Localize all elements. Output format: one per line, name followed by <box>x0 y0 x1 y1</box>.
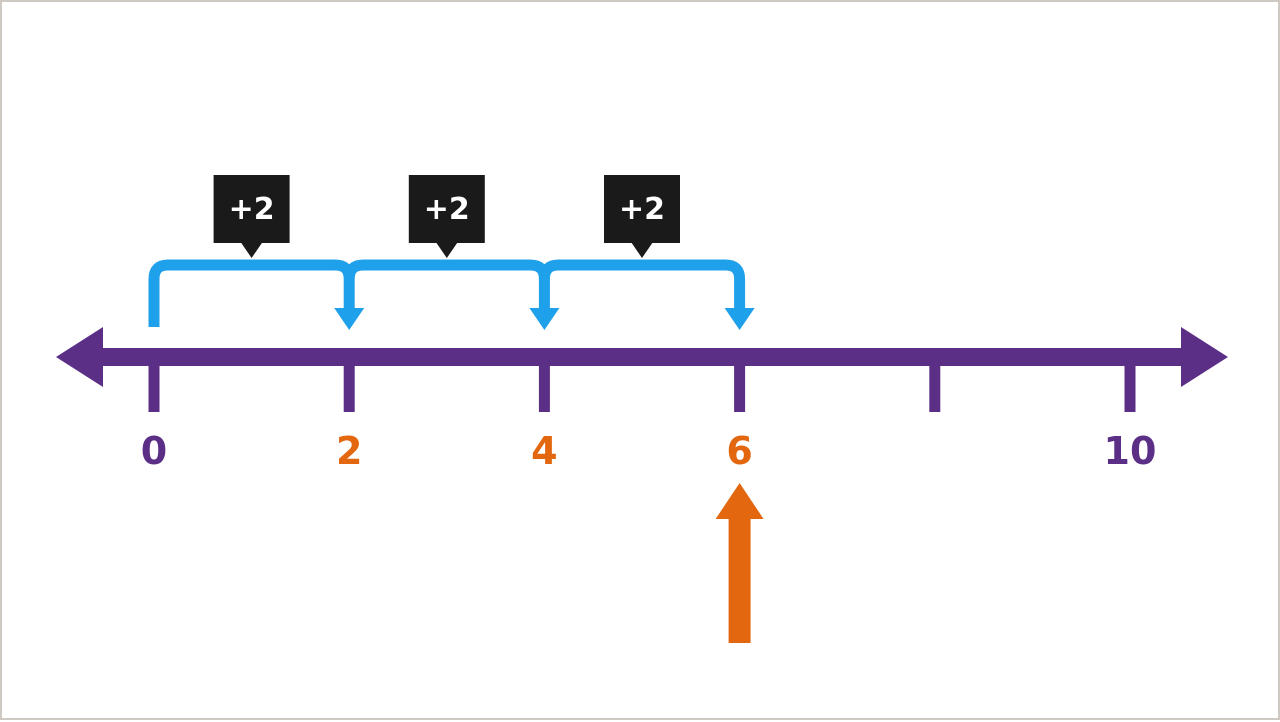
jump-label-box <box>408 175 485 243</box>
tick-mark-10 <box>1124 357 1136 412</box>
right-arrowhead-icon <box>1181 327 1228 387</box>
jump-arc-4-6: +2 <box>538 175 755 330</box>
tick-label-6: 6 <box>726 429 752 473</box>
tick-mark-8 <box>929 357 941 412</box>
jump-label-pointer <box>240 242 263 258</box>
jump-arc-0-2: +2 <box>148 175 365 330</box>
number-line-axis <box>98 348 1188 366</box>
answer-marker <box>715 483 764 643</box>
tick-mark-0 <box>148 357 160 412</box>
left-arrowhead-icon <box>56 327 103 387</box>
tick-label-10: 10 <box>1104 429 1157 473</box>
jump-arcs: +2 +2 +2 <box>148 175 755 330</box>
jump-arrowhead-icon <box>529 308 560 330</box>
tick-label-0: 0 <box>141 429 167 473</box>
jump-arc-path <box>343 259 550 310</box>
jump-label: +2 <box>229 192 275 227</box>
jump-label-pointer <box>631 242 653 258</box>
tick-mark-4 <box>538 357 550 412</box>
jump-label: +2 <box>424 192 470 227</box>
jump-arc-path <box>538 259 746 310</box>
jump-arc-2-4: +2 <box>343 175 560 330</box>
tick-mark-2 <box>343 357 355 412</box>
jump-label-box <box>213 175 290 243</box>
tick-label-2: 2 <box>336 429 362 473</box>
jump-label: +2 <box>619 192 665 227</box>
tick-labels: 0 2 4 6 10 <box>141 429 1157 473</box>
jump-arc-path <box>148 259 355 327</box>
jump-label-pointer <box>435 242 458 258</box>
jump-arrowhead-icon <box>334 308 365 330</box>
number-line <box>56 327 1228 412</box>
up-arrow-icon <box>715 483 764 519</box>
jump-arrowhead-icon <box>724 308 755 330</box>
tick-mark-6 <box>734 357 746 412</box>
answer-arrow-shaft <box>728 517 751 643</box>
tick-label-4: 4 <box>531 429 557 473</box>
jump-label-box <box>604 175 680 243</box>
